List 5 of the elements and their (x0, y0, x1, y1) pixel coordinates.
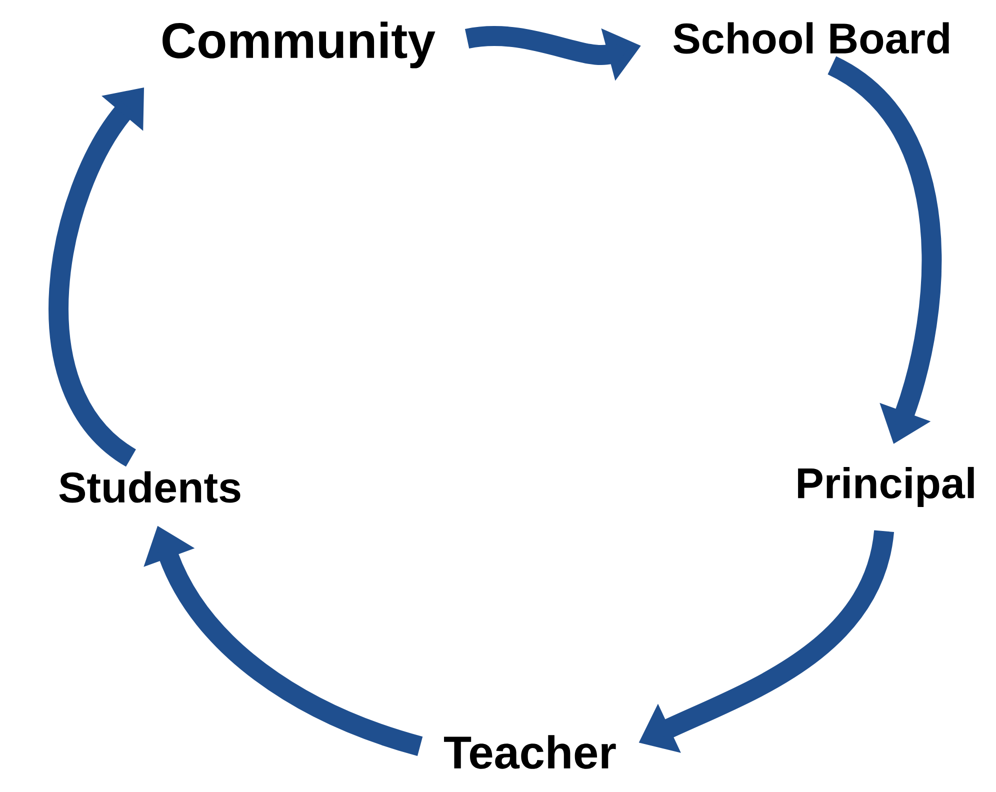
node-label: Principal (798, 466, 974, 508)
node-label: Community (162, 22, 436, 68)
node-label: Students (59, 471, 240, 503)
node-label: Teacher (444, 735, 616, 769)
node-label: School Board (673, 22, 949, 54)
